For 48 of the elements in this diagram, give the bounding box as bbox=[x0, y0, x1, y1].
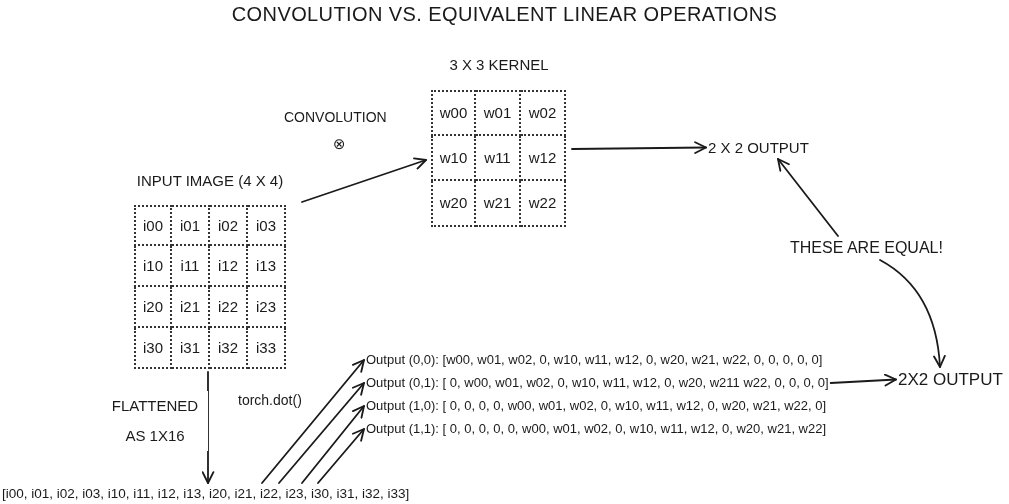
matrix-cell: w20 bbox=[431, 181, 476, 227]
diagram-title: CONVOLUTION VS. EQUIVALENT LINEAR OPERATIONS bbox=[231, 3, 778, 25]
matrix-cell: w11 bbox=[476, 135, 521, 181]
matrix-cell: i03 bbox=[248, 205, 286, 246]
matrix-cell: w10 bbox=[431, 135, 476, 181]
matrix-cell: w21 bbox=[476, 181, 521, 227]
flattened-vector-text: [i00, i01, i02, i03, i10, i11, i12, i13, i20, i21, i22, i23, i30, i31, i32, i33] bbox=[2, 485, 410, 502]
arrow bbox=[301, 157, 427, 203]
matrix-cell: i31 bbox=[172, 328, 210, 369]
arrow bbox=[829, 373, 897, 387]
matrix-cell: i10 bbox=[134, 246, 172, 287]
operator-symbol: ⊗ bbox=[333, 135, 346, 153]
arrow bbox=[571, 141, 707, 154]
matrix-cell: i32 bbox=[210, 328, 248, 369]
matrix-cell: i02 bbox=[210, 205, 248, 246]
matrix-heading: INPUT IMAGE (4 X 4) bbox=[136, 172, 284, 190]
arrow bbox=[201, 371, 215, 484]
arrow bbox=[261, 359, 365, 484]
matrix-cell: w00 bbox=[431, 90, 476, 136]
matrix-cell: i30 bbox=[134, 328, 172, 369]
arrow bbox=[777, 158, 839, 237]
output-row-text: Output (0,0): [w00, w01, w02, 0, w10, w11, w12, 0, w20, w21, w22, 0, 0, 0, 0, 0] bbox=[366, 352, 823, 368]
arrow bbox=[317, 428, 365, 484]
matrix-cell: i33 bbox=[248, 328, 286, 369]
matrix-cell: i00 bbox=[134, 205, 172, 246]
matrix-heading: 3 X 3 KERNEL bbox=[449, 56, 549, 74]
matrix-cell: w01 bbox=[476, 90, 521, 136]
edge-label: torch.dot() bbox=[236, 391, 304, 409]
note-text: THESE ARE EQUAL! bbox=[790, 238, 943, 258]
output-row-text: Output (1,0): [ 0, 0, 0, 0, w00, w01, w02, 0, w10, w11, w12, 0, w20, w21, w22, 0] bbox=[366, 398, 827, 414]
matrix-cell: i21 bbox=[172, 287, 210, 328]
output-row-text: Output (1,1): [ 0, 0, 0, 0, 0, w00, w01, w02, 0, w10, w11, w12, 0, w20, w21, w22] bbox=[366, 421, 827, 437]
arrow bbox=[301, 405, 365, 484]
output-label: 2 X 2 OUTPUT bbox=[708, 138, 809, 157]
output-label: 2X2 OUTPUT bbox=[898, 369, 1003, 390]
matrix-cell: w22 bbox=[521, 181, 566, 227]
output-row-text: Output (0,1): [ 0, w00, w01, w02, 0, w10, w11, w12, 0, w20, w211 w22, 0, 0, 0, 0] bbox=[366, 375, 829, 391]
matrix-cell: i01 bbox=[172, 205, 210, 246]
matrix-cell: w02 bbox=[521, 90, 566, 136]
matrix-cell: i22 bbox=[210, 287, 248, 328]
arrow bbox=[879, 259, 946, 368]
matrix-cell: i12 bbox=[210, 246, 248, 287]
matrix-cell: i11 bbox=[172, 246, 210, 287]
matrix-cell: i20 bbox=[134, 287, 172, 328]
arrow bbox=[278, 382, 365, 484]
matrix-cell: i13 bbox=[248, 246, 286, 287]
matrix-cell: i23 bbox=[248, 287, 286, 328]
matrix-cell: w12 bbox=[521, 135, 566, 181]
